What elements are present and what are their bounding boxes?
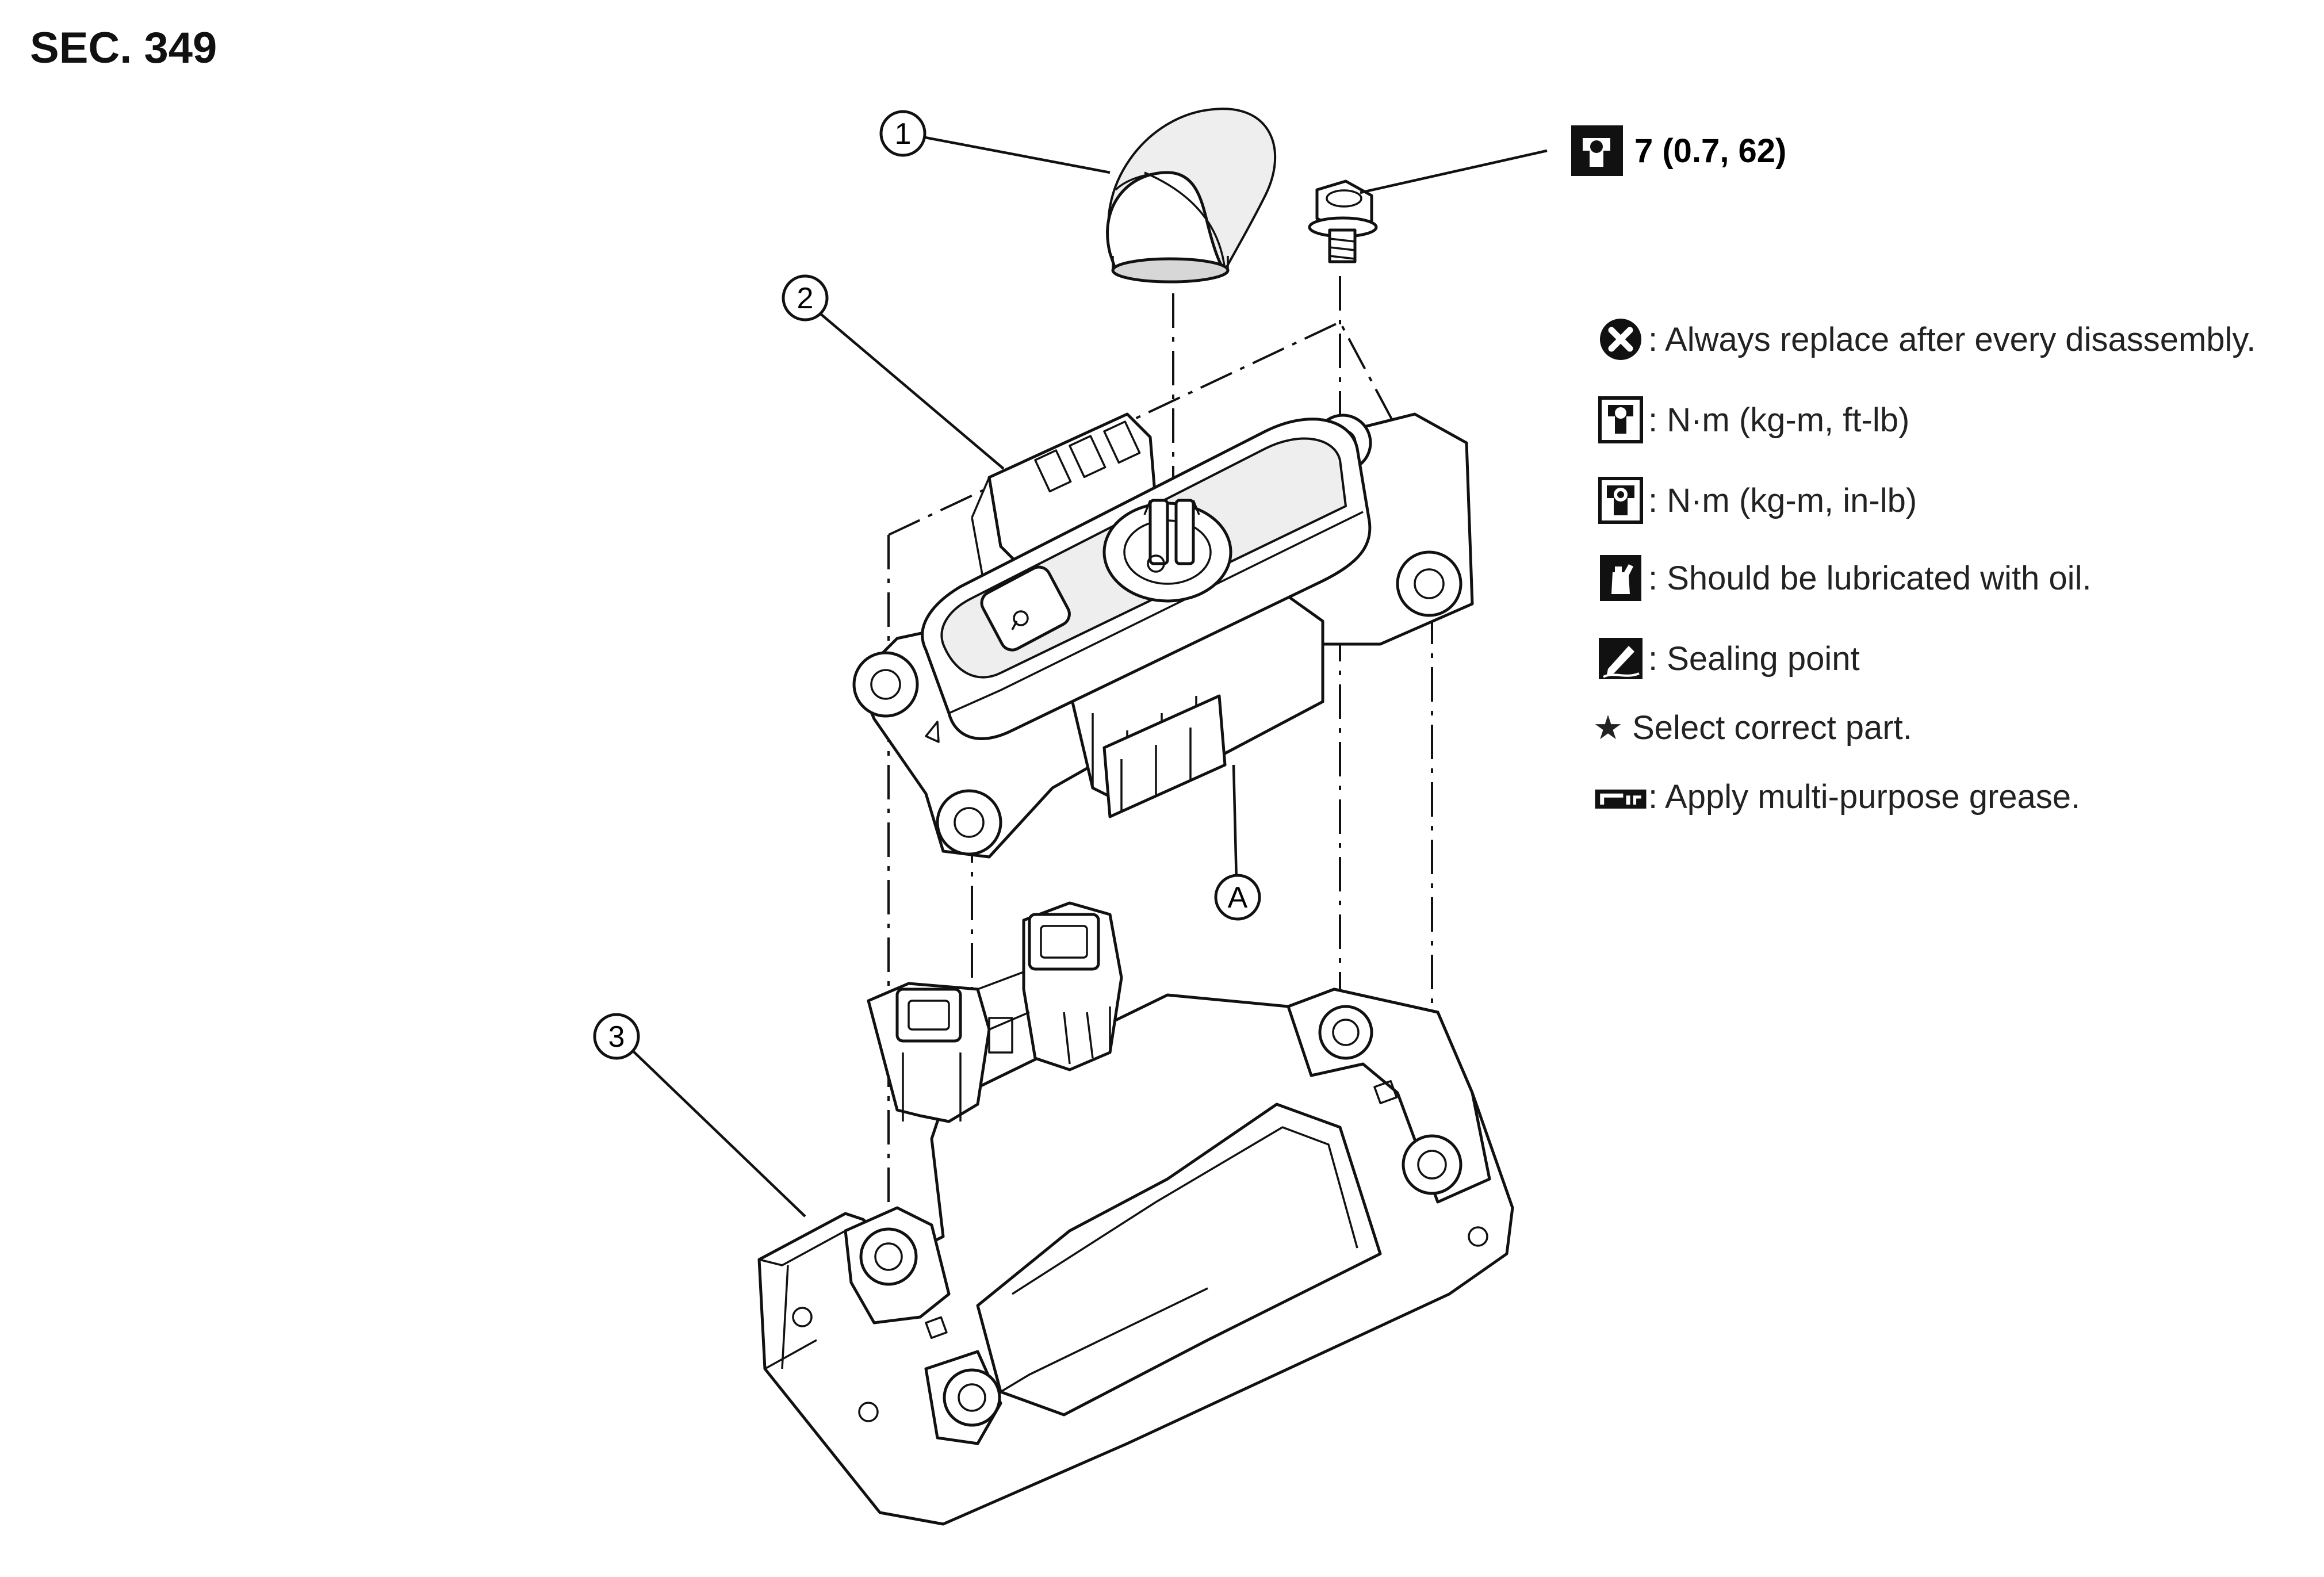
legend-text-grease: : Apply multi-purpose grease. bbox=[1648, 778, 2081, 816]
legend-text-torque-in-lb: : N·m (kg-m, in-lb) bbox=[1648, 481, 1917, 519]
callout-a: A bbox=[1214, 874, 1261, 921]
legend-row-select-part: ★ Select correct part. bbox=[1593, 699, 1912, 756]
oil-can-icon bbox=[1593, 550, 1648, 606]
legend-text-sealing: : Sealing point bbox=[1648, 640, 1860, 678]
callout-2: 2 bbox=[782, 274, 829, 321]
svg-text:3: 3 bbox=[608, 1020, 625, 1054]
legend-text-oil: : Should be lubricated with oil. bbox=[1648, 559, 2092, 597]
always-replace-icon bbox=[1593, 312, 1648, 367]
bracket bbox=[757, 901, 1514, 1526]
callout-1: 1 bbox=[879, 110, 926, 157]
torque-callout: 7 (0.7, 62) bbox=[1571, 125, 1786, 176]
svg-text:1: 1 bbox=[895, 117, 912, 151]
torque-in-lb-icon bbox=[1593, 473, 1648, 528]
torque-in-lb-icon bbox=[1583, 138, 1610, 167]
legend-row-sealing: : Sealing point bbox=[1593, 630, 1860, 687]
grease-icon bbox=[1593, 769, 1648, 824]
torque-ft-lb-icon bbox=[1593, 392, 1648, 447]
legend-text-torque-ft-lb: : N·m (kg-m, ft-lb) bbox=[1648, 401, 1910, 439]
legend-row-torque-ft-lb: : N·m (kg-m, ft-lb) bbox=[1593, 391, 1909, 449]
legend-row-torque-in-lb: : N·m (kg-m, in-lb) bbox=[1593, 472, 1917, 529]
svg-text:2: 2 bbox=[797, 282, 814, 315]
legend-row-always-replace: : Always replace after every disassembly… bbox=[1593, 311, 2256, 368]
svg-text:A: A bbox=[1228, 881, 1248, 914]
selector-knob bbox=[1106, 108, 1277, 284]
leader-lines bbox=[630, 135, 1548, 1218]
legend-row-grease: : Apply multi-purpose grease. bbox=[1593, 768, 2080, 825]
shift-control-device bbox=[852, 412, 1474, 859]
legend-text-select-part: ★ Select correct part. bbox=[1593, 709, 1912, 747]
section-title: SEC. 349 bbox=[30, 24, 217, 72]
sealing-point-icon bbox=[1593, 631, 1648, 686]
bolt bbox=[1308, 179, 1378, 263]
legend-text-always-replace: : Always replace after every disassembly… bbox=[1648, 320, 2256, 358]
svg-text:7 (0.7, 62): 7 (0.7, 62) bbox=[1634, 132, 1786, 170]
legend-row-oil: : Should be lubricated with oil. bbox=[1593, 549, 2092, 607]
callout-3: 3 bbox=[593, 1013, 640, 1060]
